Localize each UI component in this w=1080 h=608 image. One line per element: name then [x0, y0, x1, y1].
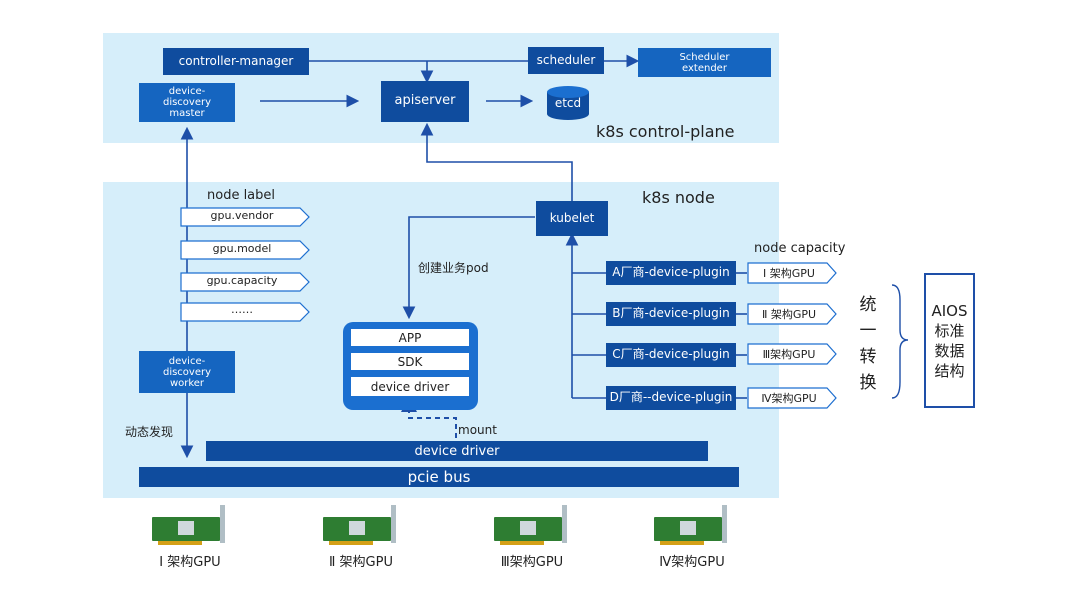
- device-discovery-worker-box: device- discovery worker: [139, 351, 235, 393]
- mount-label: mount: [458, 423, 497, 437]
- capacity-2: Ⅱ 架构GPU: [761, 308, 817, 321]
- node-label-capacity: gpu.capacity: [206, 274, 278, 287]
- pod-device-driver: device driver: [351, 377, 469, 396]
- plugin-c: C厂商-device-plugin: [606, 343, 736, 367]
- plugin-a: A厂商-device-plugin: [606, 261, 736, 285]
- capacity-3: Ⅲ架构GPU: [762, 348, 816, 361]
- controller-manager-box: controller-manager: [163, 48, 309, 75]
- unify-text: 统 一 转 换: [859, 295, 877, 393]
- node-label-vendor: gpu.vendor: [210, 209, 274, 222]
- gpu-card-1: [152, 505, 225, 545]
- dynamic-discovery-label: 动态发现: [125, 425, 174, 439]
- gpu-label-3: Ⅲ架构GPU: [500, 555, 564, 570]
- gpu-label-1: Ⅰ 架构GPU: [159, 555, 221, 570]
- etcd-label: etcd: [554, 96, 582, 110]
- aios-box: AIOS 标准 数据 结构: [924, 273, 975, 408]
- scheduler-extender-box: Scheduler extender: [638, 48, 771, 77]
- pcie-bus-bar: pcie bus: [139, 467, 739, 487]
- device-driver-bar: device driver: [206, 441, 708, 461]
- gpu-card-2: [323, 505, 396, 545]
- gpu-label-2: Ⅱ 架构GPU: [329, 555, 393, 570]
- node-label-more: ……: [231, 303, 253, 316]
- node-label-model: gpu.model: [212, 242, 272, 255]
- plugin-b: B厂商-device-plugin: [606, 302, 736, 326]
- apiserver-box: apiserver: [381, 81, 469, 122]
- pod-sdk: SDK: [351, 353, 469, 370]
- capacity-1: Ⅰ 架构GPU: [763, 267, 815, 280]
- device-discovery-master-box: device- discovery master: [139, 83, 235, 122]
- node-capacity-title: node capacity: [754, 241, 846, 256]
- plugin-d: D厂商--device-plugin: [606, 386, 736, 410]
- gpu-card-3: [494, 505, 567, 545]
- node-label: k8s node: [642, 188, 715, 207]
- create-pod-label: 创建业务pod: [418, 261, 489, 275]
- capacity-4: Ⅳ架构GPU: [761, 392, 817, 405]
- gpu-card-4: [654, 505, 727, 545]
- node-label-title: node label: [207, 188, 276, 203]
- kubelet-box: kubelet: [536, 201, 608, 236]
- scheduler-box: scheduler: [528, 47, 604, 74]
- gpu-label-4: Ⅳ架构GPU: [659, 555, 725, 570]
- control-plane-label: k8s control-plane: [596, 122, 735, 141]
- pod-app: APP: [351, 329, 469, 346]
